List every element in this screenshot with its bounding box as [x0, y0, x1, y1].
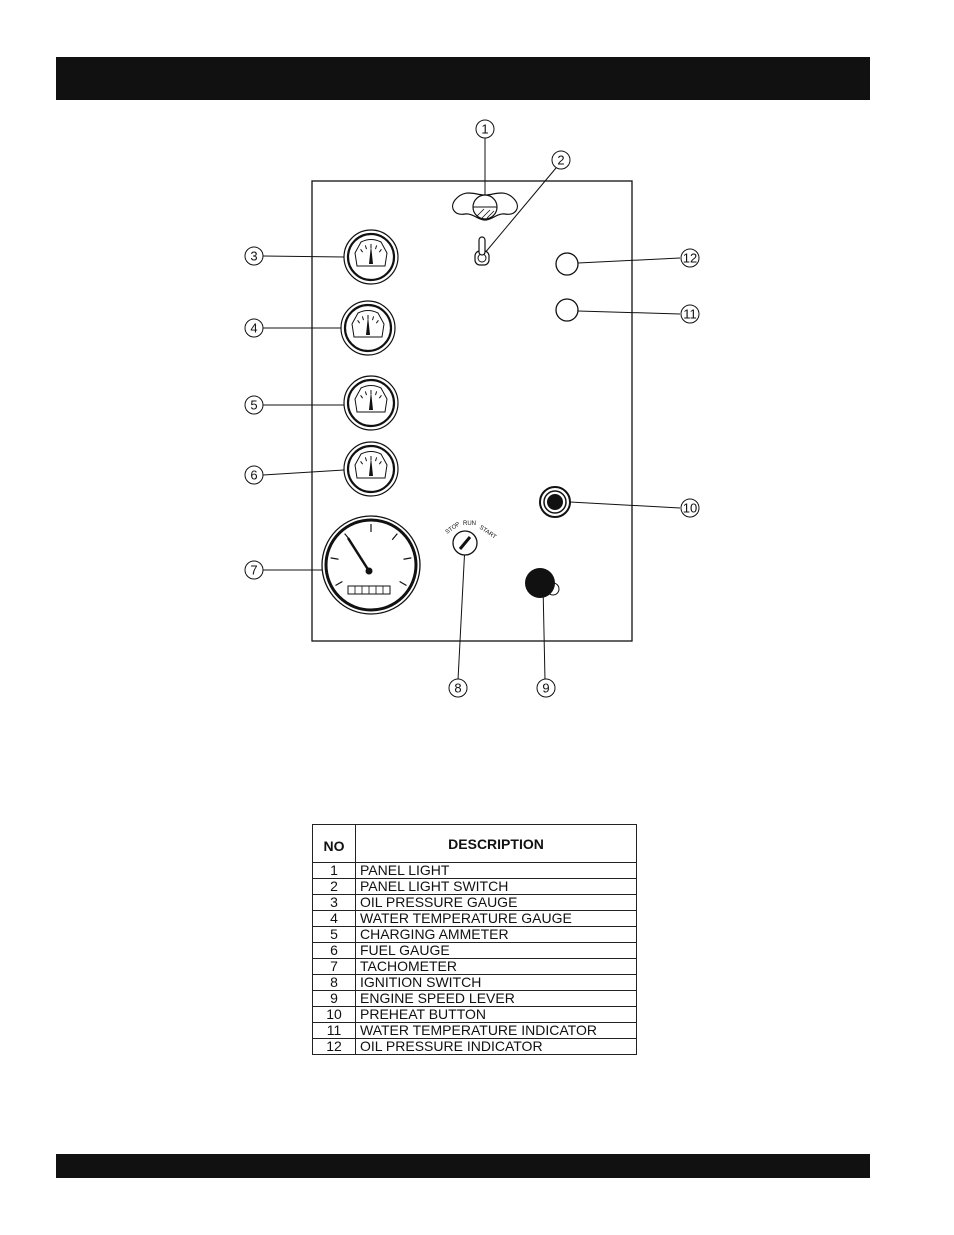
legend-description-cell: PANEL LIGHT: [356, 863, 637, 879]
legend-description-cell: TACHOMETER: [356, 959, 637, 975]
legend-description-cell: ENGINE SPEED LEVER: [356, 991, 637, 1007]
callout-number: 6: [250, 468, 257, 483]
engine-speed-lever[interactable]: [525, 568, 559, 598]
callout-number: 8: [454, 681, 461, 696]
callout-8: 8: [449, 679, 467, 697]
legend-description-cell: PANEL LIGHT SWITCH: [356, 879, 637, 895]
legend-header-no: NO: [313, 825, 356, 863]
legend-description-cell: WATER TEMPERATURE GAUGE: [356, 911, 637, 927]
legend-description-cell: PREHEAT BUTTON: [356, 1007, 637, 1023]
legend-description-cell: CHARGING AMMETER: [356, 927, 637, 943]
callout-6: 6: [245, 466, 263, 484]
callout-number: 2: [557, 153, 564, 168]
charging-ammeter: [344, 376, 398, 430]
callout-5: 5: [245, 396, 263, 414]
water-temperature-indicator: [556, 299, 578, 321]
callout-number: 9: [542, 681, 549, 696]
callout-2: 2: [552, 151, 570, 169]
callout-number: 1: [481, 122, 488, 137]
legend-no-cell: 6: [313, 943, 356, 959]
legend-no-cell: 9: [313, 991, 356, 1007]
legend-no-cell: 7: [313, 959, 356, 975]
legend-no-cell: 8: [313, 975, 356, 991]
fuel-gauge: [344, 442, 398, 496]
legend-no-cell: 12: [313, 1039, 356, 1055]
oil-pressure-gauge: [344, 230, 398, 284]
legend-no-cell: 11: [313, 1023, 356, 1039]
callout-number: 7: [250, 563, 257, 578]
footer-bar: [56, 1154, 870, 1178]
legend-header-description: DESCRIPTION: [356, 825, 637, 863]
callout-3: 3: [245, 247, 263, 265]
tachometer: [322, 516, 420, 614]
legend-description-cell: WATER TEMPERATURE INDICATOR: [356, 1023, 637, 1039]
panel-light: [453, 193, 518, 220]
legend-no-cell: 1: [313, 863, 356, 879]
ignition-label-run: RUN: [463, 521, 476, 527]
callout-1: 1: [476, 120, 494, 138]
legend-no-cell: 10: [313, 1007, 356, 1023]
legend-description-cell: OIL PRESSURE GAUGE: [356, 895, 637, 911]
callout-12: 12: [681, 249, 699, 267]
legend-description-cell: OIL PRESSURE INDICATOR: [356, 1039, 637, 1055]
ignition-switch[interactable]: STOP RUN START: [445, 521, 498, 555]
callout-11: 11: [681, 305, 699, 323]
callout-number: 11: [683, 307, 697, 322]
oil-pressure-indicator: [556, 253, 578, 275]
legend-no-cell: 4: [313, 911, 356, 927]
callout-number: 5: [250, 398, 257, 413]
ignition-label-start: START: [478, 525, 497, 541]
legend-description-cell: FUEL GAUGE: [356, 943, 637, 959]
legend-header-row: NO DESCRIPTION: [313, 825, 637, 863]
leader-lines: [263, 138, 680, 680]
callout-9: 9: [537, 679, 555, 697]
callout-4: 4: [245, 319, 263, 337]
callout-number: 10: [683, 501, 697, 516]
legend-no-cell: 2: [313, 879, 356, 895]
legend-no-cell: 3: [313, 895, 356, 911]
callout-number: 12: [683, 251, 697, 266]
legend-description-cell: IGNITION SWITCH: [356, 975, 637, 991]
water-temperature-gauge: [341, 301, 395, 355]
legend-no-cell: 5: [313, 927, 356, 943]
callout-7: 7: [245, 561, 263, 579]
callout-number: 3: [250, 249, 257, 264]
callout-number: 4: [250, 321, 257, 336]
callout-10: 10: [681, 499, 699, 517]
preheat-button[interactable]: [540, 487, 570, 517]
